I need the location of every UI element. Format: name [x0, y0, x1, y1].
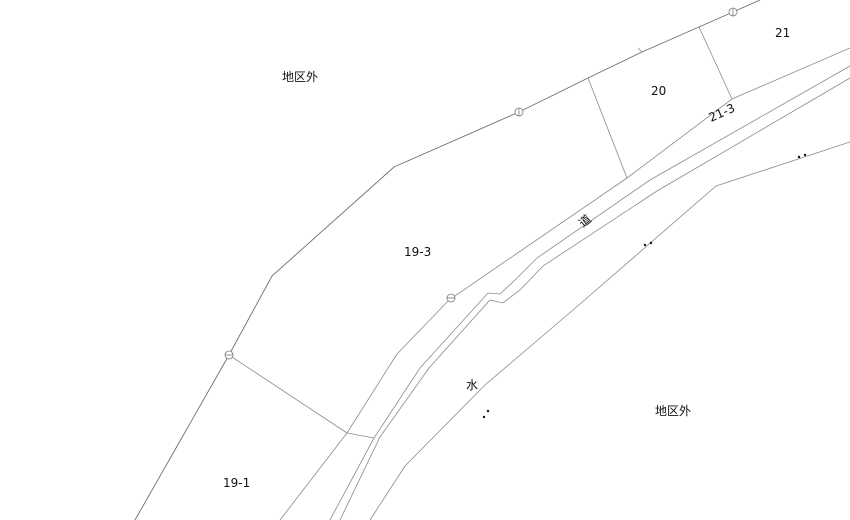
road-edge-middle-1 [329, 65, 850, 520]
parcel-label-19-3: 19-3 [404, 245, 431, 259]
road-label: 道 [576, 212, 594, 230]
upper-boundary-line [134, 0, 761, 520]
dot-marker-bottom [482, 409, 490, 419]
lot-20-left-divider [587, 77, 628, 179]
parcel-label-21: 21 [775, 26, 790, 40]
dot-marker-top-right [797, 153, 807, 159]
boundary-marker [224, 350, 234, 360]
outside-area-label-bottom: 地区外 [655, 404, 691, 418]
lot-20-right-divider [698, 26, 733, 100]
parcel-label-20: 20 [651, 84, 666, 98]
water-edge-left [346, 432, 375, 439]
lot-20-notch [637, 47, 647, 53]
boundary-marker [728, 7, 738, 17]
road-edge-lower [369, 141, 850, 520]
water-label: 水 [466, 378, 478, 392]
boundary-marker [514, 107, 524, 117]
outside-area-label-top: 地区外 [282, 70, 318, 84]
road-edge-middle-2 [339, 77, 850, 520]
lot-19-1-divider [228, 354, 348, 434]
parcel-label-19-1: 19-1 [223, 476, 250, 490]
dot-marker-middle [643, 241, 653, 247]
boundary-marker [446, 293, 456, 303]
parcel-label-21-3: 21-3 [707, 101, 738, 125]
road-edge-upper [279, 47, 850, 520]
